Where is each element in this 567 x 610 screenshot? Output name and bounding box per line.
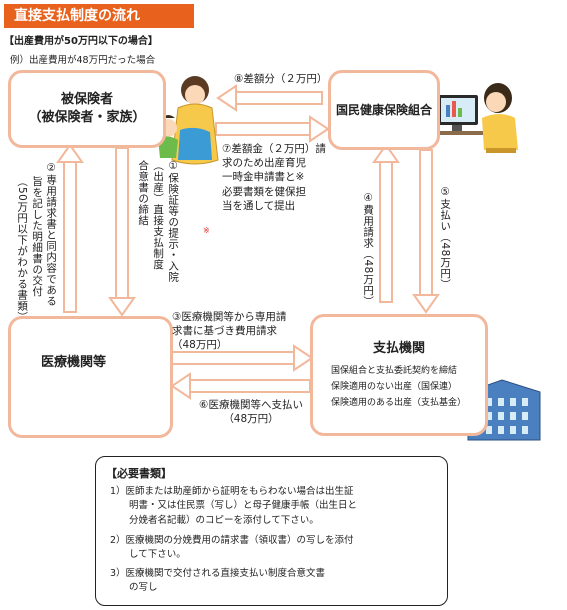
office-worker-illustration [436, 83, 518, 153]
step-1-label-c: 合意書の締結 [137, 160, 150, 226]
step-6-label: ⑥医療機関等へ支払い （48万円） [199, 399, 303, 426]
step-1-label-a: ①保険証等の提示・入院 [167, 160, 180, 283]
step-2-label-c: （50万円以下がわかる書類） [16, 176, 29, 323]
arrow-5 [412, 149, 440, 314]
union-label: 国民健康保険組合 [335, 103, 432, 117]
page-title: 直接支払制度の流れ [4, 4, 194, 28]
step-2-label-b: 旨を記した明細書の交付 [31, 176, 44, 297]
mother-child-illustration [158, 76, 219, 165]
required-documents-heading: 【必要書類】 [106, 467, 172, 480]
step-8-label: ⑧差額分（２万円） [234, 73, 328, 85]
required-documents-box: 【必要書類】 1）医師または助産師から証明をもらわない場合は出生証 明書・又は住… [95, 456, 448, 606]
union-box: 国民健康保険組合 [328, 70, 440, 150]
payer-box: 支払機関 国保組合と支払委託契約を締結 保険適用のない出産（国保連） 保険適用の… [310, 314, 488, 436]
step-1-mark: ※ [203, 226, 210, 235]
required-document-item-1: 1）医師または助産師から証明をもらわない場合は出生証 明書・又は住民票（写し）と… [110, 486, 358, 526]
step-4-label: ④費用請求（48万円） [362, 192, 375, 307]
payer-label: 支払機関 [372, 341, 425, 356]
payer-note-1: 国保組合と支払委託契約を締結 [331, 366, 458, 376]
arrow-4 [372, 143, 400, 303]
step-7-label: ⑦差額金（２万円）請 求のため出産育児 一時金申請書と※ 必要書類を健保担 当を… [222, 143, 326, 212]
medical-label: 医療機関等 [41, 355, 107, 370]
arrow-1 [108, 147, 136, 317]
step-5-label: ⑤支払い（48万円） [439, 186, 452, 290]
example-note: 例）出産費用が48万円だった場合 [10, 55, 156, 66]
arrow-7 [215, 115, 330, 143]
arrow-2 [56, 143, 84, 313]
payer-note-3: 保険適用のある出産（支払基金） [331, 398, 467, 408]
step-3-label: ③医療機関等から専用請 求書に基づき費用請求 （48万円） [172, 311, 287, 352]
medical-box: 医療機関等 [8, 316, 173, 438]
subtitle: 【出産費用が50万円以下の場合】 [4, 36, 158, 47]
required-document-item-3: 3）医療機関で交付される直接支払い制度合意文書 の写し [110, 568, 326, 594]
step-2-label-a: ②専用請求書と同内容である [45, 162, 58, 307]
step-1-label-b: （出産）直接支払制度 [152, 160, 165, 270]
arrow-8 [216, 84, 323, 112]
insured-label: 被保険者 （被保険者・家族） [28, 92, 146, 125]
arrow-6 [170, 372, 311, 400]
insured-box: 被保険者 （被保険者・家族） [8, 70, 166, 148]
required-document-item-2: 2）医療機関の分娩費用の請求書（領収書）の写しを添付 して下さい。 [110, 535, 354, 561]
payer-note-2: 保険適用のない出産（国保連） [331, 382, 458, 392]
